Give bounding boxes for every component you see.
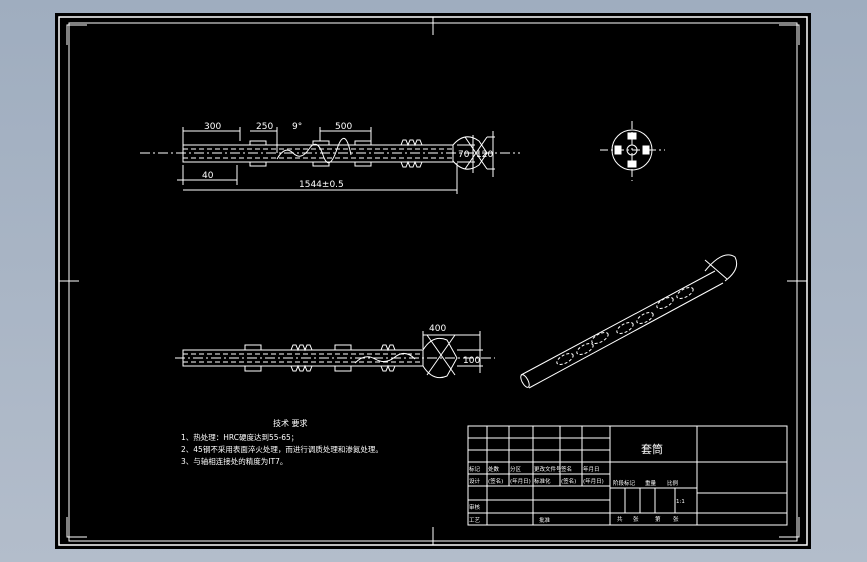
tb-sheet-no-unit: 张: [673, 515, 679, 523]
outer-frame: [58, 16, 808, 546]
tb-label-sign: 签名: [561, 465, 572, 473]
tb-process: 工艺: [469, 517, 481, 524]
dim-250: 250: [256, 122, 273, 132]
drawing-canvas: 300 250 9° 500 40 1544±0.5 70 120: [58, 16, 808, 546]
tb-label-count: 处数: [488, 465, 500, 473]
tb-weight: 重量: [645, 479, 657, 487]
inner-frame: [68, 22, 798, 542]
tb-total-sheets: 共: [617, 515, 623, 523]
tech-requirements-heading: 技术 要求: [273, 418, 308, 428]
end-view: [600, 121, 665, 181]
dim-500: 500: [335, 122, 352, 132]
tb-review: 审核: [469, 503, 481, 511]
tb-design-sign: (签名): [488, 477, 503, 485]
tb-label-date: 年月日: [583, 465, 600, 473]
tb-design: 设计: [469, 477, 481, 485]
tech-requirement-3: 3、与轴相连接处的精度为IT7。: [181, 456, 287, 466]
dim-40: 40: [202, 171, 214, 181]
tb-scale-value: 1:1: [676, 499, 685, 505]
dim-diameter-120: 120: [476, 150, 493, 160]
tb-label-change-doc: 更改文件号: [534, 465, 562, 473]
part-name: 套筒: [641, 442, 663, 456]
dim-angle: 9°: [292, 122, 302, 132]
shaft-isometric-view: [520, 254, 738, 389]
tb-standard-sign: (签名): [561, 477, 576, 485]
tb-standard: 标准化: [534, 477, 551, 485]
dim-400: 400: [429, 324, 446, 334]
tb-label-mark: 标记: [469, 465, 481, 473]
dim-100: 100: [463, 356, 480, 366]
tb-sheet-no: 第: [655, 515, 661, 523]
tb-design-date: (年月日): [510, 477, 531, 485]
shaft-bottom-view: [175, 331, 495, 379]
dim-diameter-70: 70: [458, 150, 470, 160]
dim-300: 300: [204, 122, 221, 132]
tech-requirement-1: 1、热处理：HRC硬度达到55-65；: [181, 432, 298, 442]
tb-label-zone: 分区: [510, 465, 522, 473]
tech-requirement-2: 2、45钢不采用表面淬火处理，而进行调质处理和渗氮处理。: [181, 444, 383, 454]
trim-marks: [66, 24, 800, 538]
dim-total-length: 1544±0.5: [299, 180, 344, 190]
drawing-sheet: 300 250 9° 500 40 1544±0.5 70 120: [55, 13, 811, 549]
tb-ratio: 比例: [667, 479, 679, 487]
tb-total-sheets-unit: 张: [633, 515, 639, 523]
title-block: [467, 425, 788, 526]
tb-approve: 批准: [539, 516, 551, 524]
shaft-top-view: [140, 127, 520, 194]
tb-standard-date: (年月日): [583, 477, 604, 485]
tb-stage-mark: 阶段标记: [613, 479, 636, 487]
